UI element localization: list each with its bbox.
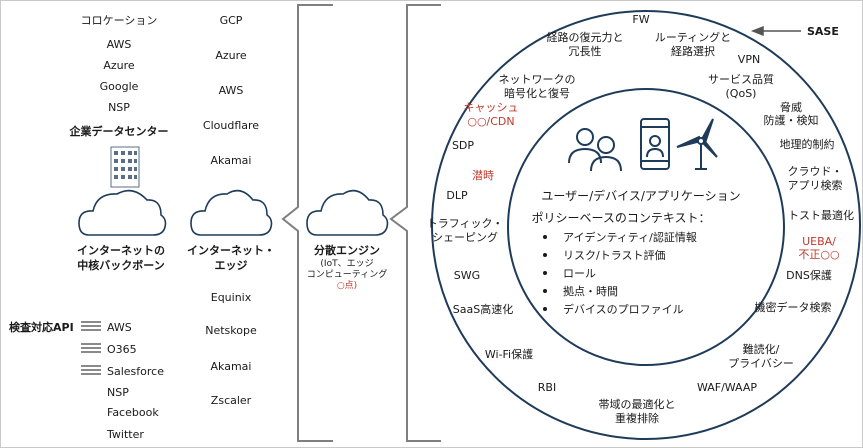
ring-wan-opt-1: 帯域の最適化と bbox=[598, 398, 676, 411]
users-icon bbox=[568, 128, 622, 172]
ring-path-recovery-1: 経路の復元力と bbox=[546, 31, 624, 44]
edge-label-line1: インターネット・ bbox=[187, 244, 275, 257]
ring-staging: 潜時 bbox=[472, 169, 494, 182]
center-subtitle: ポリシーベースのコンテキスト： bbox=[531, 211, 711, 225]
ring-dns: DNS保護 bbox=[786, 269, 832, 282]
col2-item-azure: Azure bbox=[215, 49, 247, 62]
ring-geo: 地理的制約 bbox=[779, 138, 835, 151]
distributed-engine-sub-3: ○点) bbox=[336, 281, 358, 291]
ring-waf: WAF/WAAP bbox=[696, 381, 758, 394]
wind-turbine-icon bbox=[676, 118, 718, 170]
center-title: ユーザー/デバイス/アプリケーション bbox=[541, 189, 741, 203]
ring-wan-opt-2: 重複排除 bbox=[615, 412, 659, 425]
col2-item-equinix: Equinix bbox=[210, 291, 252, 304]
center-bullets bbox=[543, 235, 547, 311]
ring-ueba-2: 不正○○ bbox=[798, 248, 840, 261]
outer-ring bbox=[431, 10, 861, 440]
col2-item-netskope: Netskope bbox=[205, 324, 257, 337]
ring-rbi: RBI bbox=[537, 381, 557, 394]
col1-item-google: Google bbox=[99, 80, 139, 93]
col2-item-akamai-2: Akamai bbox=[210, 360, 252, 373]
col1-item-colocation: コロケーション bbox=[80, 14, 158, 27]
ring-qos-2: (QoS) bbox=[725, 87, 757, 100]
distributed-engine-sub-1: (IoT、エッジ bbox=[320, 259, 374, 269]
inner-ring bbox=[507, 88, 785, 366]
sase-arrow-icon bbox=[750, 25, 801, 37]
ring-network-enc-2: 暗号化と復号 bbox=[504, 87, 570, 100]
ring-cloud-search-1: クラウド・ bbox=[787, 165, 843, 178]
ring-cache-2: ○○/CDN bbox=[467, 115, 515, 128]
center-bullet-location: 拠点・時間 bbox=[563, 285, 618, 298]
backbone-label-line2: 中核バックボーン bbox=[77, 259, 165, 272]
api-item-salesforce: Salesforce bbox=[107, 365, 164, 378]
edge-label-line2: エッジ bbox=[214, 259, 248, 272]
col2-item-aws: AWS bbox=[218, 84, 244, 97]
cloud-icon-edge bbox=[190, 189, 273, 236]
api-item-twitter: Twitter bbox=[107, 428, 144, 441]
ring-privacy-2: プライバシー bbox=[728, 357, 794, 370]
col1-item-aws: AWS bbox=[106, 38, 132, 51]
ring-wifi: Wi-Fi保護 bbox=[484, 348, 534, 361]
ring-swg: SWG bbox=[453, 269, 481, 282]
ring-routing-1: ルーティングと bbox=[654, 31, 732, 44]
backbone-label-line1: インターネットの bbox=[77, 244, 165, 257]
ring-qos-1: サービス品質 bbox=[708, 73, 774, 86]
bracket-right bbox=[389, 4, 441, 442]
ring-ueba-1: UEBA/ bbox=[802, 235, 836, 248]
ring-threat-1: 脅威 bbox=[780, 101, 802, 114]
ring-privacy-1: 難読化/ bbox=[742, 343, 780, 356]
center-bullet-risk: リスク/トラスト評価 bbox=[563, 249, 666, 262]
building-icon bbox=[110, 146, 140, 188]
api-item-facebook: Facebook bbox=[107, 406, 159, 419]
center-bullet-device: デバイスのプロファイル bbox=[563, 303, 684, 316]
api-label: 検査対応API bbox=[9, 321, 74, 334]
col2-item-cloudflare: Cloudflare bbox=[202, 119, 260, 132]
distributed-engine-title: 分散エンジン bbox=[314, 244, 380, 257]
col2-item-zscaler: Zscaler bbox=[210, 394, 252, 407]
ring-dlp: DLP bbox=[446, 189, 468, 202]
ring-sdp: SDP bbox=[451, 139, 475, 152]
cloud-icon-backbone bbox=[78, 189, 167, 236]
api-stack-icons bbox=[81, 321, 101, 375]
api-item-o365: O365 bbox=[107, 343, 137, 356]
ring-threat-2: 防護・検知 bbox=[763, 114, 819, 127]
mobile-device-icon bbox=[640, 118, 670, 170]
ring-cloud-search-2: アプリ検索 bbox=[787, 179, 843, 192]
cloud-icon-distributed bbox=[306, 189, 389, 236]
ring-cache-1: キャッシュ bbox=[463, 101, 519, 114]
ring-traffic-2: シェーピング bbox=[432, 231, 498, 244]
center-bullet-role: ロール bbox=[563, 267, 596, 280]
enterprise-datacenter-label: 企業データセンター bbox=[69, 125, 169, 138]
distributed-engine-sub-2: コンピューティング bbox=[306, 270, 388, 280]
ring-vpn: VPN bbox=[737, 53, 761, 66]
center-bullet-identity: アイデンティティ/認証情報 bbox=[563, 231, 697, 244]
ring-path-recovery-2: 冗長性 bbox=[568, 45, 602, 58]
ring-network-enc-1: ネットワークの bbox=[498, 73, 576, 86]
col1-item-nsp: NSP bbox=[108, 101, 130, 114]
api-item-aws: AWS bbox=[107, 321, 132, 334]
col2-item-akamai: Akamai bbox=[210, 154, 252, 167]
ring-trust-opt: トスト最適化 bbox=[788, 209, 854, 222]
ring-traffic-1: トラフィック・ bbox=[426, 217, 504, 230]
api-item-nsp: NSP bbox=[107, 386, 129, 399]
ring-routing-2: 経路選択 bbox=[671, 45, 715, 58]
col2-item-gcp: GCP bbox=[219, 14, 243, 27]
col1-item-azure: Azure bbox=[103, 59, 135, 72]
sase-label: SASE bbox=[807, 25, 839, 38]
ring-fw: FW bbox=[632, 13, 650, 26]
ring-data-search: 機密データ検索 bbox=[754, 301, 832, 314]
ring-saas: SaaS高速化 bbox=[452, 303, 514, 316]
bracket-left bbox=[281, 4, 333, 442]
